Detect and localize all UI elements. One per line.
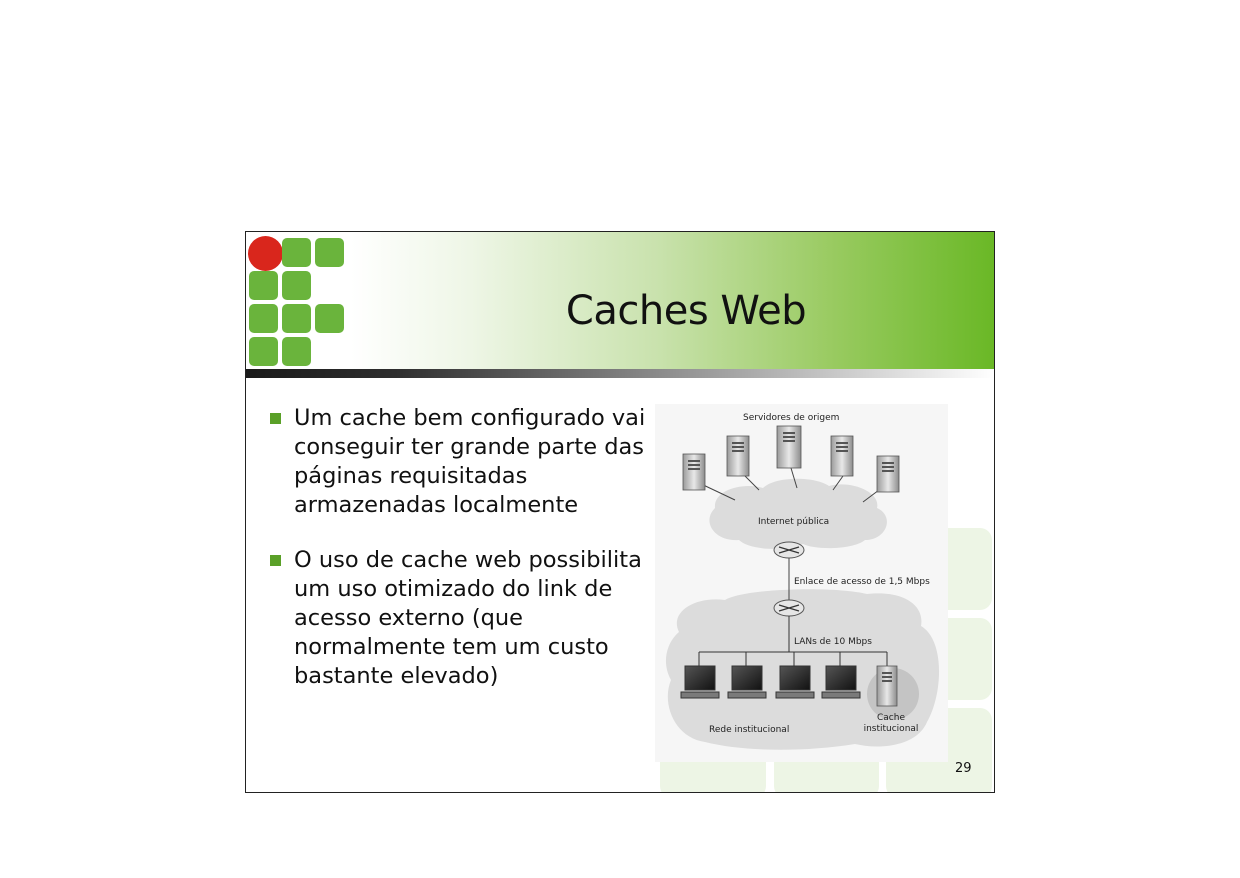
bullet-text: Um cache bem configurado vai conseguir t… — [294, 405, 646, 518]
logo-square — [282, 271, 311, 300]
page-number: 29 — [955, 761, 972, 776]
logo-square — [282, 304, 311, 333]
workstation-icon — [680, 665, 720, 699]
slide-header — [246, 232, 994, 369]
logo-square — [315, 238, 344, 267]
bullet-square-icon — [270, 413, 281, 424]
cache-label-line1: Cache — [877, 713, 905, 723]
internet-router-icon — [773, 541, 805, 559]
logo-square — [249, 304, 278, 333]
origin-server-icon — [876, 455, 900, 493]
slide: Caches Web Um cache bem configurado vai … — [245, 231, 995, 793]
logo-square — [249, 271, 278, 300]
institution-logo — [246, 232, 346, 368]
origin-server-icon — [776, 425, 802, 469]
header-divider — [246, 369, 994, 378]
institutional-router-icon — [773, 599, 805, 617]
workstation-icon — [775, 665, 815, 699]
workstation-icon — [727, 665, 767, 699]
network-diagram: Servidores de origem Internet pública — [655, 404, 948, 762]
cloud-internet — [709, 478, 887, 549]
bullet-text: O uso de cache web possibilita um uso ot… — [294, 547, 642, 689]
cache-server-icon — [876, 665, 898, 707]
slide-title: Caches Web — [565, 288, 807, 334]
logo-square — [282, 238, 311, 267]
origin-server-icon — [682, 453, 706, 491]
institutional-network-label: Rede institucional — [709, 725, 789, 735]
bullet-square-icon — [270, 555, 281, 566]
lan-label: LANs de 10 Mbps — [794, 637, 872, 647]
origin-server-icon — [830, 435, 854, 477]
workstation-icon — [821, 665, 861, 699]
lan-wiring — [698, 616, 888, 668]
bullet-item: Um cache bem configurado vai conseguir t… — [270, 404, 650, 520]
logo-square — [282, 337, 311, 366]
logo-square — [315, 304, 344, 333]
logo-red-circle — [248, 236, 283, 271]
internet-label: Internet pública — [758, 517, 829, 527]
origin-server-icon — [726, 435, 750, 477]
cache-label-line2: institucional — [864, 724, 919, 734]
access-link-label: Enlace de acesso de 1,5 Mbps — [794, 577, 930, 587]
bullet-item: O uso de cache web possibilita um uso ot… — [270, 546, 650, 691]
servers-label: Servidores de origem — [743, 413, 839, 423]
bullet-list: Um cache bem configurado vai conseguir t… — [270, 404, 650, 717]
logo-square — [249, 337, 278, 366]
